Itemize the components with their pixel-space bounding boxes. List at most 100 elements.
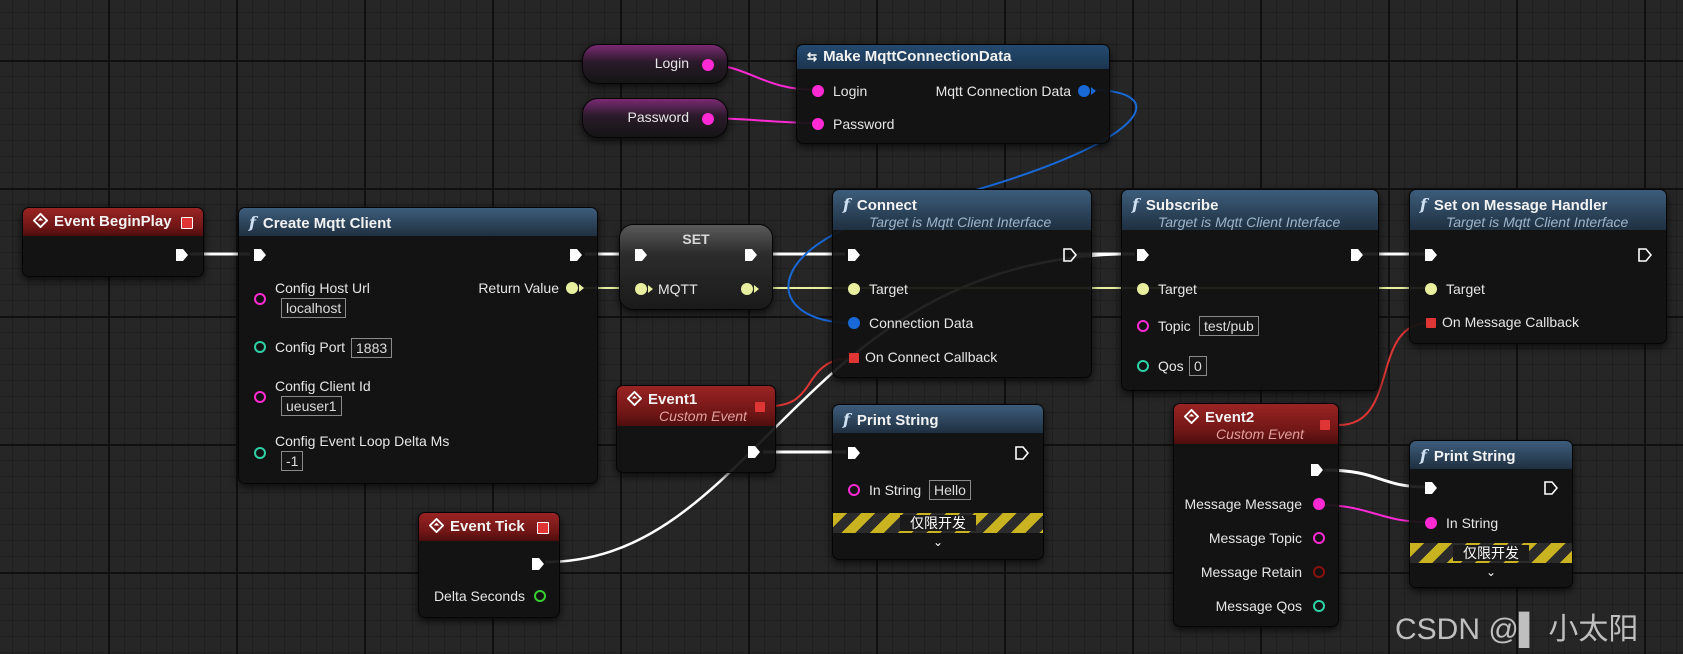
print1-in-input[interactable]: Hello [929, 480, 971, 500]
exec-in-pin-icon[interactable] [253, 248, 267, 262]
string-pin-icon[interactable] [811, 117, 825, 131]
string-pin-icon[interactable] [1312, 531, 1326, 545]
bool-pin-icon[interactable] [1312, 565, 1326, 579]
struct-pin-icon[interactable] [1077, 84, 1097, 98]
exec-out-pin-icon[interactable] [1310, 463, 1324, 477]
config-host-input[interactable]: localhost [281, 298, 347, 318]
exec-out-pin-icon[interactable] [747, 445, 761, 459]
config-port-input[interactable]: 1883 [351, 338, 393, 358]
exec-out-pin-icon[interactable] [1544, 481, 1558, 495]
exec-out-pin-icon[interactable] [1015, 446, 1029, 460]
dev-only-label: 仅限开发 [1453, 545, 1529, 561]
event1-title: Event1 [648, 391, 698, 408]
object-pin-icon[interactable] [1424, 282, 1438, 296]
delegate-pin-icon[interactable] [1426, 318, 1436, 328]
integer-pin-icon[interactable] [1136, 359, 1150, 373]
subscribe-subtitle: Target is Mqtt Client Interface [1158, 214, 1341, 230]
string-pin-icon[interactable] [253, 292, 267, 306]
set-mqtt-node[interactable]: SET MQTT [619, 224, 773, 310]
struct-pin-icon[interactable] [847, 316, 861, 330]
object-pin-icon[interactable] [740, 282, 760, 296]
expand-chevron-icon[interactable]: ⌄ [932, 535, 944, 549]
subscribe-topic-label: Topic [1158, 318, 1191, 334]
exec-out-pin-icon[interactable] [175, 248, 189, 262]
event-tick-node[interactable]: Event Tick Delta Seconds [418, 512, 560, 618]
password-variable-label: Password [627, 109, 689, 125]
handler-subtitle: Target is Mqtt Client Interface [1446, 214, 1629, 230]
integer-pin-icon[interactable] [253, 340, 267, 354]
string-pin-icon[interactable] [847, 483, 861, 497]
msg-topic-label: Message Topic [1208, 530, 1302, 546]
print2-title: Print String [1433, 448, 1516, 465]
string-pin-icon[interactable] [701, 58, 715, 72]
exec-in-pin-icon[interactable] [1424, 481, 1438, 495]
integer-pin-icon[interactable] [1312, 599, 1326, 613]
delegate-pin-icon[interactable] [537, 522, 549, 534]
event1-subtitle: Custom Event [659, 408, 747, 424]
connect-conn-data-label: Connection Data [869, 315, 974, 331]
handler-title: Set on Message Handler [1433, 197, 1608, 214]
exec-out-pin-icon[interactable] [569, 248, 583, 262]
tick-title: Event Tick [450, 518, 525, 535]
event1-node[interactable]: Event1 Custom Event [616, 385, 776, 473]
string-pin-icon[interactable] [1424, 516, 1438, 530]
make-connection-data-node[interactable]: ⇆Make MqttConnectionData Login Mqtt Conn… [796, 44, 1110, 144]
exec-out-pin-icon[interactable] [1063, 248, 1077, 262]
event-diamond-icon [1184, 409, 1199, 424]
string-pin-icon[interactable] [701, 112, 715, 126]
float-pin-icon[interactable] [533, 589, 547, 603]
string-pin-icon[interactable] [253, 390, 267, 404]
expand-chevron-icon[interactable]: ⌄ [1485, 565, 1497, 579]
exec-in-pin-icon[interactable] [634, 248, 648, 262]
function-icon: f [249, 213, 256, 232]
integer-pin-icon[interactable] [253, 446, 267, 460]
object-pin-icon[interactable] [634, 282, 654, 296]
subscribe-title: Subscribe [1145, 197, 1219, 214]
return-value-label: Return Value [478, 280, 559, 296]
exec-in-pin-icon[interactable] [1424, 248, 1438, 262]
string-pin-icon[interactable] [1312, 497, 1326, 511]
exec-out-pin-icon[interactable] [1638, 248, 1652, 262]
event2-node[interactable]: Event2 Custom Event Message Message Mess… [1173, 403, 1339, 627]
delegate-pin-icon[interactable] [755, 402, 765, 412]
string-pin-icon[interactable] [1136, 319, 1150, 333]
delegate-pin-icon[interactable] [181, 217, 193, 229]
node-header: Event Tick [419, 513, 559, 541]
config-loop-input[interactable]: -1 [281, 451, 304, 471]
exec-out-pin-icon[interactable] [744, 248, 758, 262]
delegate-pin-icon[interactable] [1320, 420, 1330, 430]
exec-out-pin-icon[interactable] [531, 557, 545, 571]
exec-in-pin-icon[interactable] [847, 248, 861, 262]
event-beginplay-node[interactable]: Event BeginPlay [22, 207, 204, 277]
password-variable-node[interactable]: Password [582, 98, 728, 138]
node-header: Event2 Custom Event [1174, 404, 1338, 444]
connect-callback-label: On Connect Callback [865, 349, 998, 365]
config-client-id-input[interactable]: ueuser1 [281, 396, 342, 416]
beginplay-title: Event BeginPlay [54, 213, 172, 230]
exec-in-pin-icon[interactable] [847, 446, 861, 460]
exec-out-pin-icon[interactable] [1350, 248, 1364, 262]
make-conn-title: Make MqttConnectionData [823, 48, 1012, 65]
string-pin-icon[interactable] [811, 84, 825, 98]
msg-message-label: Message Message [1184, 496, 1302, 512]
subscribe-target-label: Target [1158, 281, 1197, 297]
subscribe-topic-input[interactable]: test/pub [1199, 316, 1259, 336]
exec-in-pin-icon[interactable] [1136, 248, 1150, 262]
delegate-pin-icon[interactable] [849, 353, 859, 363]
object-pin-icon[interactable] [1136, 282, 1150, 296]
object-pin-icon[interactable] [847, 282, 861, 296]
object-pin-icon[interactable] [565, 281, 585, 295]
subscribe-qos-input[interactable]: 0 [1189, 356, 1207, 376]
login-variable-node[interactable]: Login [582, 44, 728, 84]
event-diamond-icon [429, 518, 444, 533]
connect-title: Connect [856, 197, 917, 214]
set-var-label: MQTT [658, 281, 698, 297]
